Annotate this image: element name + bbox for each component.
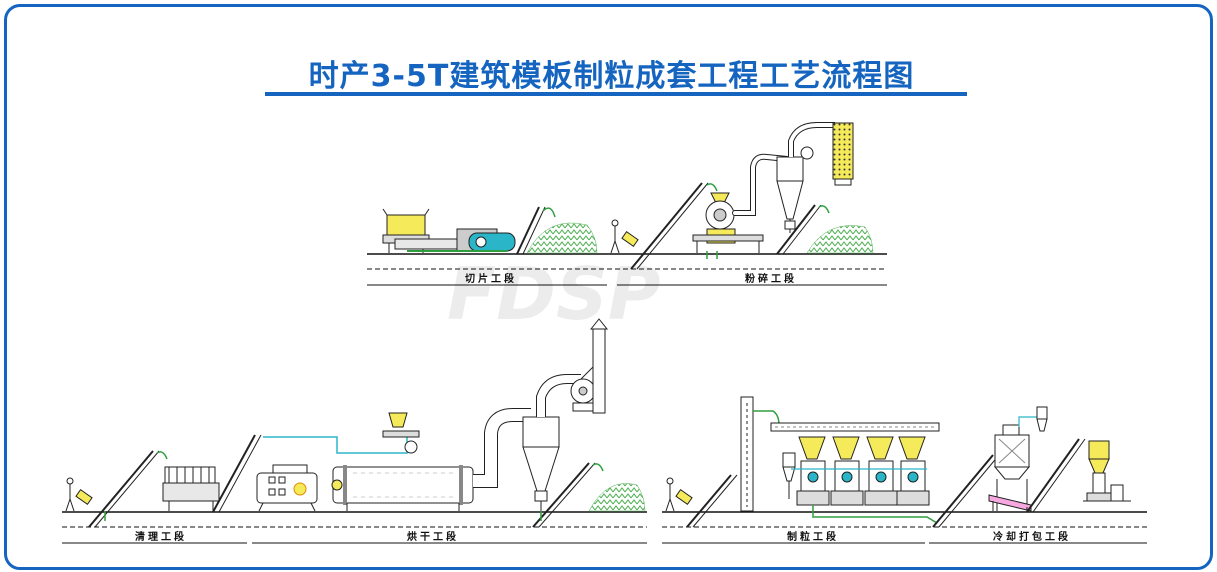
slicing-stage: 切片工段 bbox=[367, 206, 887, 286]
rotary-dryer-icon bbox=[331, 465, 474, 511]
process-flow-diagram: FDSP bbox=[62, 122, 1147, 544]
cyclone-1-icon bbox=[776, 156, 804, 233]
stage-label-drying: 烘干工段 bbox=[407, 530, 459, 543]
dried-pile bbox=[588, 483, 646, 512]
pellet-mill-3-icon bbox=[864, 436, 898, 506]
pellet-cooling-stage: 制粒工段 冷却打包工段 bbox=[662, 396, 1147, 544]
pellet-mill-4-icon bbox=[896, 436, 930, 506]
incline-conveyor-4-icon bbox=[88, 450, 168, 528]
cyclone-2-icon bbox=[522, 416, 560, 511]
pellet-mill-2-icon bbox=[830, 436, 864, 506]
stage-label-slicing: 切片工段 bbox=[465, 272, 517, 285]
exhaust-fan-icon bbox=[570, 378, 596, 412]
crushing-stage: 粉碎工段 bbox=[610, 122, 874, 285]
incline-conveyor-7-icon bbox=[686, 474, 738, 528]
chip-pile-1 bbox=[526, 222, 598, 254]
cooler-icon bbox=[993, 424, 1031, 511]
feed-hopper-icon bbox=[382, 412, 420, 454]
screw-conveyor-icon bbox=[770, 422, 940, 432]
stage-label-cleaning: 清理工段 bbox=[135, 530, 187, 543]
stage-label-crushing: 粉碎工段 bbox=[745, 272, 797, 285]
bag-filter-icon bbox=[832, 122, 854, 186]
cleaning-drying-stage: 清理工段 烘干工段 bbox=[62, 318, 647, 544]
worker-icon-3 bbox=[665, 477, 693, 512]
cooler-cyclone-icon bbox=[1036, 406, 1048, 432]
incline-conveyor-5-icon bbox=[212, 434, 262, 513]
slicer-machine-icon bbox=[394, 228, 516, 252]
fan-icon-1 bbox=[800, 146, 814, 160]
incline-conveyor-2-icon bbox=[630, 182, 718, 270]
small-cyclone-icon bbox=[782, 452, 796, 499]
svg-text:FDSP: FDSP bbox=[447, 252, 661, 336]
worker-icon-2 bbox=[65, 477, 93, 512]
worker-icon-1 bbox=[610, 219, 639, 254]
incline-conveyor-6-icon bbox=[532, 462, 604, 528]
stage-label-pelletizing: 制粒工段 bbox=[787, 530, 839, 543]
diagram-frame: 时产3-5T建筑模板制粒成套工程工艺流程图 FDSP bbox=[4, 4, 1213, 570]
diagram-title: 时产3-5T建筑模板制粒成套工程工艺流程图 bbox=[308, 59, 915, 94]
title-underline bbox=[265, 92, 967, 96]
incline-conveyor-1-icon bbox=[516, 206, 556, 255]
stage-label-cooling-packing: 冷却打包工段 bbox=[993, 530, 1071, 543]
chimney-icon bbox=[580, 318, 609, 414]
incline-conveyor-3-icon bbox=[776, 204, 830, 255]
bucket-elevator-icon bbox=[740, 396, 780, 512]
drum-screen-icon bbox=[162, 466, 220, 511]
incline-conveyor-9-icon bbox=[1026, 438, 1086, 513]
powder-pile-1 bbox=[806, 225, 874, 254]
watermark-logo: FDSP bbox=[447, 252, 661, 336]
vibrating-screen-icon bbox=[988, 494, 1032, 512]
packing-machine-icon bbox=[1083, 440, 1131, 502]
hot-air-furnace-icon bbox=[256, 464, 318, 512]
pellet-mill-1-icon bbox=[796, 436, 830, 506]
